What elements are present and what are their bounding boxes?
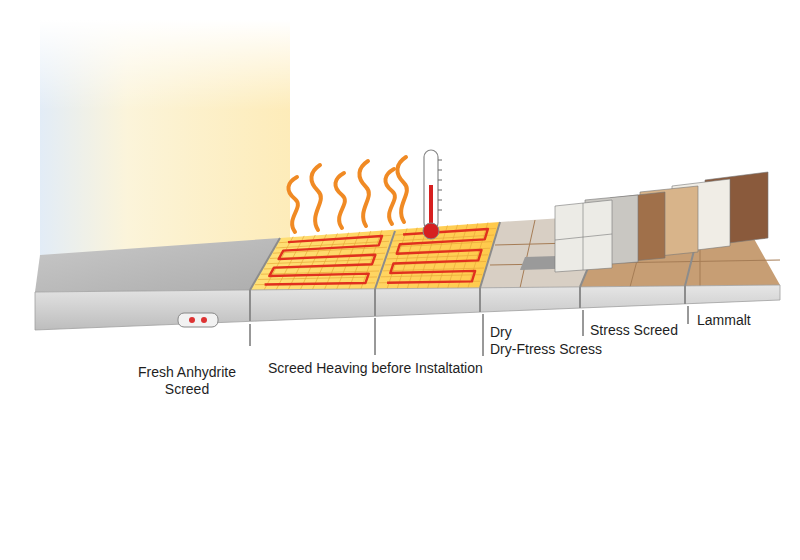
stage-label: Dry	[490, 324, 512, 341]
heating-pipe	[387, 229, 488, 283]
stage-label: Stress Screed	[590, 322, 678, 339]
stage-label: Dry-Ftress Scress	[490, 341, 602, 358]
glow	[40, 20, 290, 258]
heat-wave	[311, 165, 320, 230]
grid-line	[458, 223, 478, 288]
stage-label: Fresh Anhydrite Screed	[128, 364, 246, 398]
grid-line	[438, 225, 458, 288]
stage-label: Screed Heaving before Instaltation	[268, 360, 483, 377]
grid-line	[448, 224, 468, 288]
heated-screed	[250, 222, 500, 290]
heat-wave	[397, 157, 406, 222]
flooring-samples	[555, 172, 768, 272]
heat-wave	[335, 173, 344, 228]
leader-ticks	[250, 306, 688, 356]
thermometer	[423, 150, 442, 239]
glow-fade	[40, 20, 290, 110]
heat-wave	[288, 177, 297, 232]
heat-wave	[359, 161, 368, 226]
stage-label: Lammalt	[697, 312, 751, 329]
grid-line	[325, 233, 349, 290]
grid-line	[337, 232, 360, 289]
heating-pipe	[265, 236, 382, 285]
heat-wave	[385, 169, 394, 224]
heat-waves	[288, 157, 406, 232]
heating-grid	[255, 223, 496, 290]
controller-device	[178, 313, 218, 327]
fresh-screed	[35, 238, 280, 292]
grid-line	[387, 255, 488, 259]
